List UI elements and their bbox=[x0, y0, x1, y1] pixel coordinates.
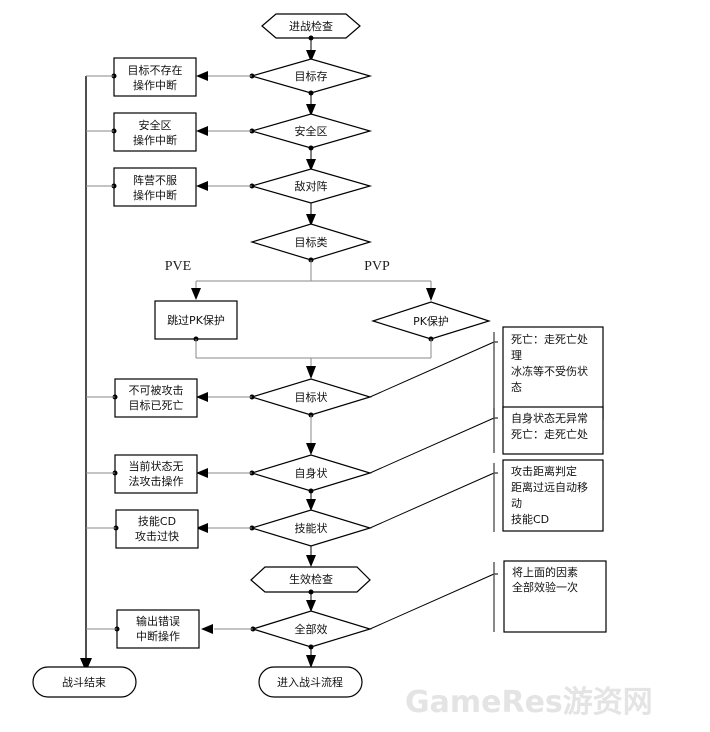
error-text: 目标不存在 bbox=[128, 63, 183, 77]
note-text: 距离过远自动移 bbox=[511, 480, 588, 494]
error-box-skill-state bbox=[115, 509, 199, 549]
decision-target-exists bbox=[249, 58, 373, 94]
arrow-left bbox=[196, 71, 208, 81]
note-text: 将上面的因素 bbox=[512, 565, 578, 579]
error-text: 操作中断 bbox=[133, 133, 177, 147]
note-text: 态 bbox=[511, 381, 522, 394]
decision-target-type bbox=[249, 223, 373, 261]
branch-label-pvp: PVP bbox=[364, 259, 390, 274]
error-text: 中断操作 bbox=[136, 629, 180, 643]
decision-label: 目标存 bbox=[295, 69, 328, 83]
end-node-enter-combat bbox=[258, 666, 363, 698]
error-box-target-state bbox=[114, 378, 198, 418]
note-text: 理 bbox=[511, 349, 522, 362]
error-text: 法攻击操作 bbox=[129, 474, 184, 488]
end-fail-label: 战斗结束 bbox=[62, 676, 106, 689]
error-text: 阵营不服 bbox=[133, 173, 177, 187]
error-text: 输出错误 bbox=[136, 614, 180, 628]
error-text: 安全区 bbox=[139, 118, 172, 132]
error-text: 不可被攻击 bbox=[129, 383, 184, 397]
end-node-combat-over bbox=[32, 666, 137, 698]
error-box-safe-zone bbox=[113, 112, 197, 152]
decision-label: 全部效 bbox=[295, 622, 328, 636]
error-text: 当前状态无 bbox=[129, 459, 184, 473]
note-text: 动 bbox=[511, 497, 522, 510]
note-skill-state bbox=[502, 459, 604, 532]
note-text: 冰冻等不受伤状 bbox=[511, 364, 588, 378]
decision-label: 敌对阵 bbox=[295, 179, 328, 193]
effect-check-label: 生效检查 bbox=[289, 572, 333, 586]
note-text: 自身状态无异常 bbox=[511, 411, 588, 425]
error-text: 操作中断 bbox=[133, 78, 177, 92]
decision-label: 自身状 bbox=[295, 466, 328, 480]
decision-faction bbox=[249, 168, 373, 204]
start-node bbox=[261, 13, 361, 39]
arrow-to-end-fail bbox=[80, 658, 92, 672]
decision-label: PK保护 bbox=[413, 314, 449, 328]
effect-check-node bbox=[250, 566, 371, 593]
error-text: 技能CD bbox=[138, 514, 176, 528]
end-success-label: 进入战斗流程 bbox=[277, 675, 343, 689]
note-text: 死亡：走死亡处 bbox=[511, 332, 588, 346]
skip-pk-label: 跳过PK保护 bbox=[167, 313, 225, 327]
note-text: 攻击距离判定 bbox=[511, 464, 577, 478]
decision-safe-zone bbox=[249, 113, 373, 149]
decision-label: 安全区 bbox=[295, 124, 328, 138]
note-text: 全部效验一次 bbox=[512, 580, 578, 594]
decision-label: 目标状 bbox=[295, 390, 328, 404]
error-text: 操作中断 bbox=[133, 188, 177, 202]
note-target-state bbox=[502, 326, 604, 420]
note-all-effect bbox=[503, 560, 607, 633]
skip-pk-protection-box bbox=[154, 300, 238, 340]
note-self-state bbox=[502, 406, 604, 455]
start-label: 进战检查 bbox=[289, 19, 333, 33]
branch-label-pve: PVE bbox=[165, 259, 191, 274]
note-text: 死亡：走死亡处 bbox=[511, 427, 588, 441]
decision-pk-protection bbox=[371, 301, 491, 340]
error-box-target-missing bbox=[113, 57, 197, 97]
arrow bbox=[306, 50, 316, 62]
note-text: 技能CD bbox=[511, 512, 549, 526]
error-box-faction bbox=[113, 167, 197, 207]
watermark-logo: GameRes游资网 bbox=[405, 685, 653, 720]
decision-label: 目标类 bbox=[295, 235, 328, 249]
decision-label: 技能状 bbox=[295, 521, 328, 535]
error-text: 攻击过快 bbox=[135, 529, 179, 543]
error-text: 目标已死亡 bbox=[129, 398, 184, 412]
